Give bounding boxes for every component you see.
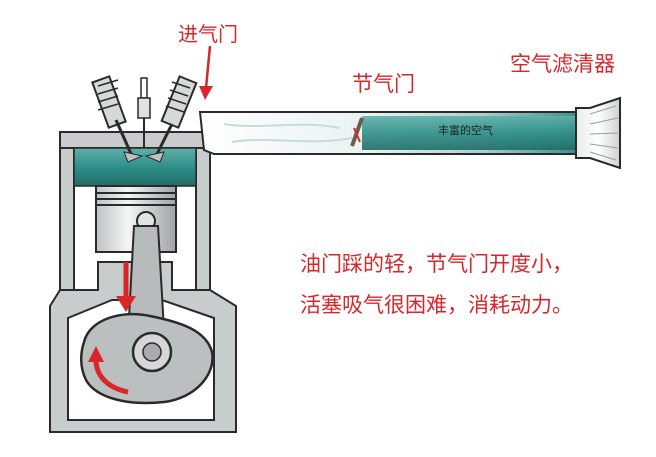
combustion-chamber [73,147,197,187]
intake-manifold [198,111,579,155]
intake-valve-label: 进气门 [178,22,238,46]
piston-motion-arrow [116,262,136,312]
spark-plug [137,77,151,148]
intake-valve-pointer [199,45,213,100]
crank-rotation-arrow [88,346,129,395]
caption-line-2: 活塞吸气很困难，消耗动力。 [300,293,573,317]
throttle-plate [350,117,364,147]
exhaust-valve [91,75,144,163]
intake-valve [144,75,198,163]
throttle-label: 节气门 [352,72,415,96]
air-filter [575,96,621,170]
caption-line-1: 油门踩的轻，节气门开度小， [300,252,573,276]
air-filter-label: 空气滤清器 [510,52,615,76]
rich-air-label: 丰富的空气 [438,124,493,137]
